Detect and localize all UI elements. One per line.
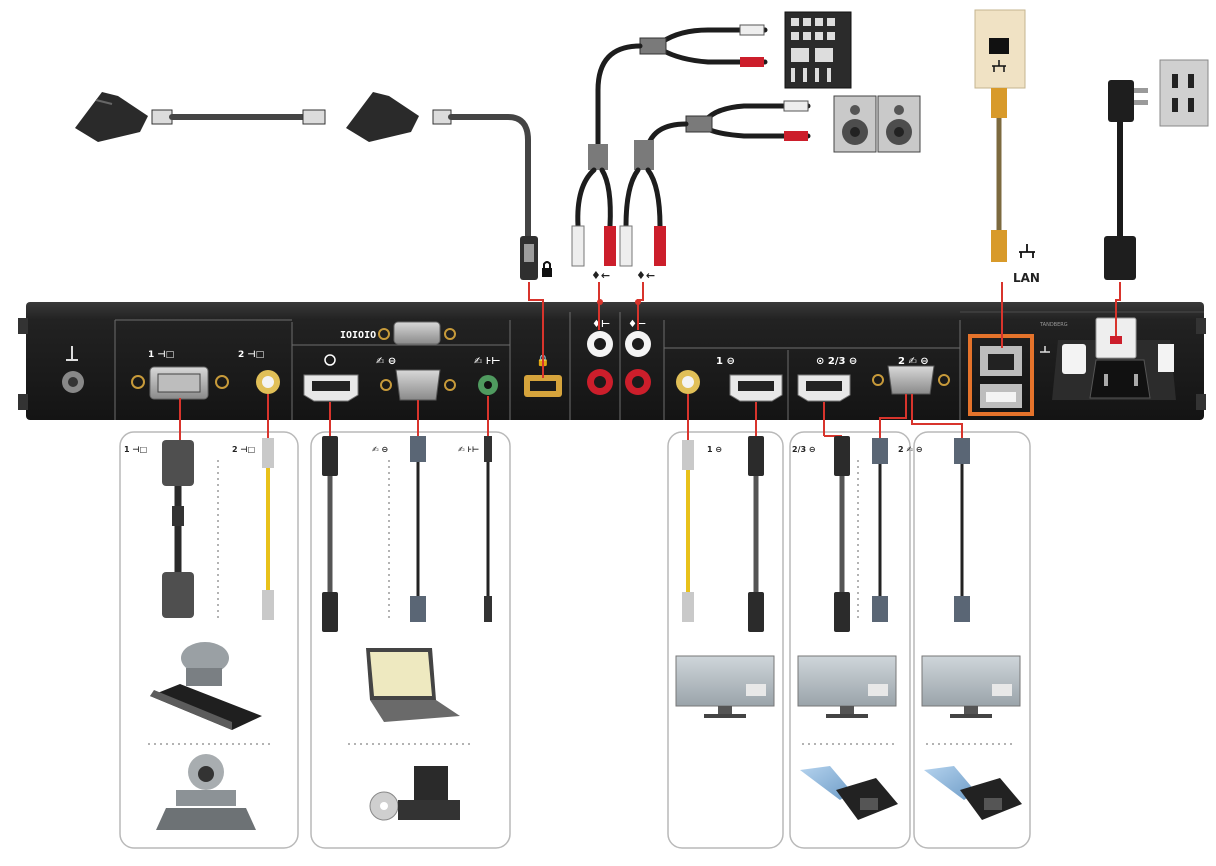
pc-input-icons: ✍ ⊖ ✍ ⊦⊢ (324, 354, 500, 367)
dvd-player-icon (369, 766, 460, 821)
monitor-icon: 1 ⊖ (707, 445, 722, 454)
vga-out-cable-2 (954, 438, 970, 622)
network-icon (992, 60, 1006, 72)
rating-text: TANDBERG (1039, 322, 1068, 328)
vga-connector-icon: 2 ✍ ⊖ (898, 445, 923, 454)
projector-icon (924, 766, 1022, 820)
hdmi-connector-icon: 2/3 ⊖ (792, 445, 816, 454)
vga-out-port[interactable] (872, 365, 950, 395)
monitor-panel-1 (667, 431, 784, 849)
camera-panel (119, 431, 299, 849)
audio-in-icon: ♦← (591, 269, 610, 282)
monitor-icon (675, 655, 775, 718)
camera-input-icon: 2 ⊣□ (232, 445, 255, 454)
power-outlet (1159, 59, 1209, 127)
bnc-cable (262, 438, 274, 620)
ptz-camera-icon (156, 754, 256, 830)
dvi-cable (162, 440, 194, 618)
microphone-icon-2 (346, 92, 419, 142)
vga-connector-icon: ✍ ⊖ (372, 445, 388, 454)
serial-port[interactable]: IOIOIO (340, 321, 456, 345)
codec-rear-panel: TANDBERG (18, 302, 1206, 420)
hdmi-out-port-1[interactable] (729, 374, 783, 402)
hdmi-port[interactable] (303, 374, 359, 402)
camera-icon (150, 642, 262, 730)
lan-label: LAN (1013, 271, 1040, 285)
camera-input-icon: 1 ⊣□ (124, 445, 147, 454)
lan-cable (991, 88, 1007, 262)
ground-terminal (62, 346, 84, 393)
svg-text:♦←: ♦← (591, 269, 610, 282)
top-connection-wires (528, 282, 1121, 378)
hdmi-out-port-2[interactable] (797, 374, 851, 402)
audio-out-icon: ♦← (636, 269, 655, 282)
microphone-link-cable (151, 109, 326, 125)
audio-jack-cable (484, 436, 492, 622)
svg-text:✍ ⊦⊢: ✍ ⊦⊢ (474, 356, 500, 367)
audio-jack-port[interactable] (478, 375, 498, 395)
svg-text:1 ⊣□: 1 ⊣□ (148, 350, 174, 360)
vga-out-cable-1 (872, 438, 888, 622)
audio-mixer-icon (784, 11, 852, 89)
vga-port[interactable] (380, 369, 456, 401)
projector-icon (800, 766, 898, 820)
monitor-icon (921, 655, 1021, 718)
svg-text:IOIOIO: IOIOIO (340, 330, 376, 341)
svg-text:✍ ⊖: ✍ ⊖ (376, 356, 396, 367)
microphone-port[interactable]: 🔒 (524, 354, 562, 397)
audio-in-cable (571, 24, 768, 267)
laptop-icon (366, 648, 460, 722)
monitor-icon (797, 655, 897, 718)
power-inlet[interactable] (1052, 317, 1176, 400)
svg-text:⊙ 2/3 ⊖: ⊙ 2/3 ⊖ (816, 356, 857, 367)
composite-port[interactable] (676, 370, 700, 394)
dvi-port[interactable] (131, 366, 229, 400)
video-output-icons: 1 ⊖ ⊙ 2/3 ⊖ 2 ✍ ⊖ (716, 356, 929, 367)
audio-out-cable (619, 100, 811, 267)
lan-wall-outlet (974, 9, 1026, 89)
svg-text:♦⊢: ♦⊢ (592, 319, 610, 330)
power-cable (1104, 80, 1148, 280)
hdmi-cable (322, 436, 338, 632)
monitor-panel-2 (789, 431, 911, 849)
svg-text:2 ⊣□: 2 ⊣□ (238, 350, 264, 360)
camera-input-icon: 1 ⊣□ 2 ⊣□ (148, 350, 264, 360)
bnc-port[interactable] (256, 370, 280, 394)
svg-text:♦←: ♦← (636, 269, 655, 282)
pc-panel (310, 431, 511, 849)
microphone-icon (75, 92, 148, 142)
speaker-icon (833, 95, 921, 153)
network-icon (1019, 244, 1035, 258)
lan-port[interactable] (968, 334, 1050, 416)
vga-cable (410, 436, 426, 622)
hdmi-out-cable-2 (834, 436, 850, 632)
lock-icon (542, 261, 552, 277)
monitor-panel-3 (913, 431, 1031, 849)
hdmi-out-cable-1 (748, 436, 764, 632)
panel-dividers (148, 460, 1016, 745)
svg-text:1 ⊖: 1 ⊖ (716, 356, 735, 367)
svg-text:2 ✍ ⊖: 2 ✍ ⊖ (898, 356, 929, 367)
audio-in-icon: ✍ ⊦⊢ (458, 445, 479, 454)
microphone-cable (432, 109, 538, 280)
composite-cable (682, 440, 694, 622)
